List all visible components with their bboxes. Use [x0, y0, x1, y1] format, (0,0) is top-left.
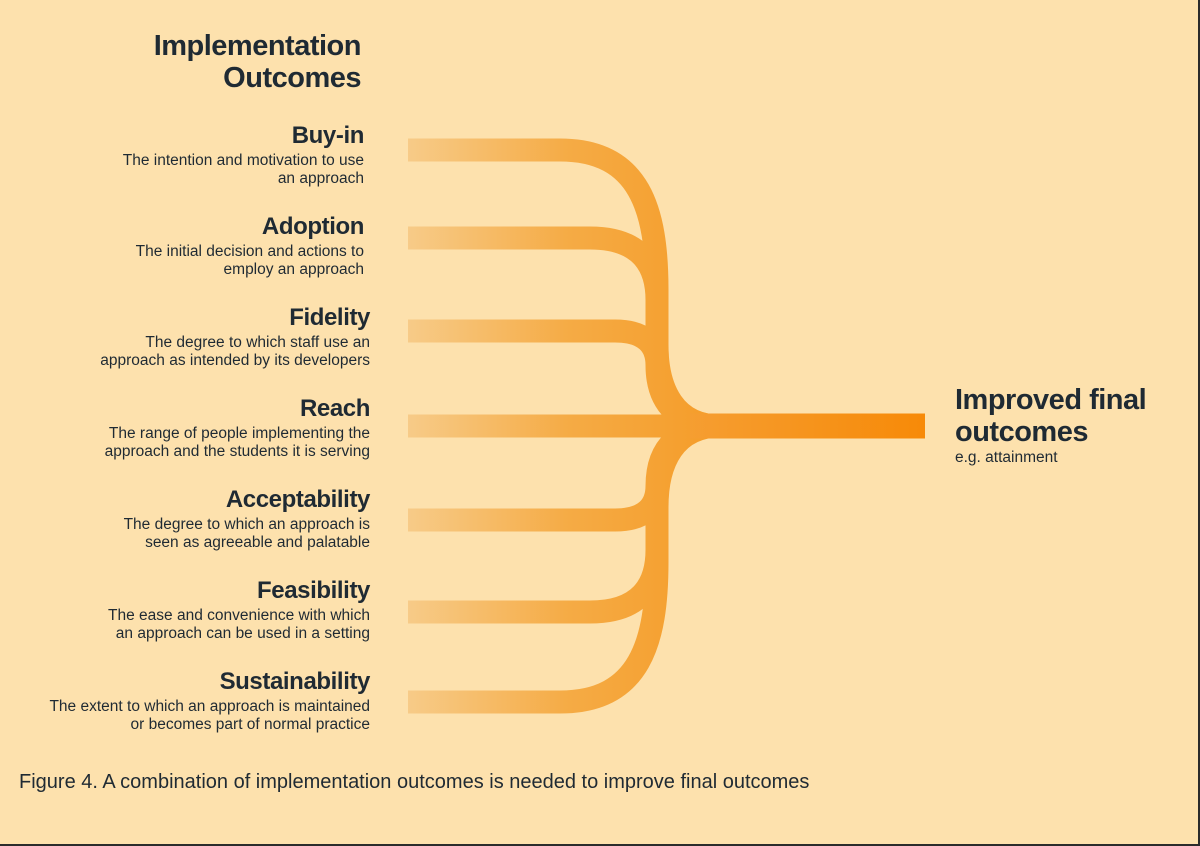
heading-line-1: Implementation: [153, 30, 362, 62]
outcome-fidelity: Fidelity The degree to which staff use a…: [0, 304, 370, 370]
outcome-desc-line-2: or becomes part of normal practice: [130, 716, 371, 733]
outcome-adoption: Adoption The initial decision and action…: [0, 213, 365, 279]
outcome-desc-line-1: The ease and convenience with which: [108, 607, 370, 624]
outcome-desc-line-1: The initial decision and actions to: [135, 243, 364, 260]
stream-sustainability: [408, 414, 721, 714]
outcome-desc-line-2: seen as agreeable and palatable: [145, 534, 370, 551]
outcome-desc-line-2: an approach: [277, 170, 364, 187]
outcome-feasibility: Feasibility The ease and convenience wit…: [0, 577, 370, 643]
outcome-buy-in: Buy-in The intention and motivation to u…: [0, 122, 365, 188]
final-outcome: Improved final outcomes e.g. attainment: [955, 384, 1175, 468]
outcome-name: Adoption: [261, 213, 364, 240]
outcome-name: Sustainability: [219, 668, 371, 695]
outcome-name: Reach: [299, 395, 370, 422]
heading-line-2: Outcomes: [223, 62, 361, 94]
outcome-desc-line-1: The degree to which an approach is: [123, 516, 370, 533]
outcome-name: Fidelity: [289, 304, 370, 331]
outcome-desc-line-1: The range of people implementing the: [108, 425, 370, 442]
outcome-reach: Reach The range of people implementing t…: [0, 395, 371, 461]
outcome-name: Feasibility: [257, 577, 370, 604]
outcome-desc-line-1: The extent to which an approach is maint…: [49, 698, 370, 715]
outcome-name: Acceptability: [225, 486, 371, 513]
outcome-acceptability: Acceptability The degree to which an app…: [0, 486, 371, 552]
outcome-sustainability: Sustainability The extent to which an ap…: [0, 668, 370, 734]
stream-fidelity: [408, 319, 721, 438]
figure-caption: Figure 4. A combination of implementatio…: [19, 771, 810, 793]
outcome-desc-line-2: approach as intended by its developers: [100, 352, 370, 369]
outcome-desc-line-2: an approach can be used in a setting: [115, 625, 370, 642]
diagram-heading: Implementation Outcomes: [153, 30, 362, 94]
outcome-name: Buy-in: [291, 122, 365, 149]
outcome-desc-line-1: The degree to which staff use an: [145, 334, 370, 351]
final-outcome-title-line-1: Improved final: [955, 384, 1147, 416]
final-outcome-example: e.g. attainment: [955, 449, 1058, 466]
outcome-desc-line-2: approach and the students it is serving: [104, 443, 370, 460]
outcome-desc-line-1: The intention and motivation to use: [122, 152, 364, 169]
final-outcome-title-line-2: outcomes: [955, 416, 1088, 448]
outcome-desc-line-2: employ an approach: [223, 261, 364, 278]
